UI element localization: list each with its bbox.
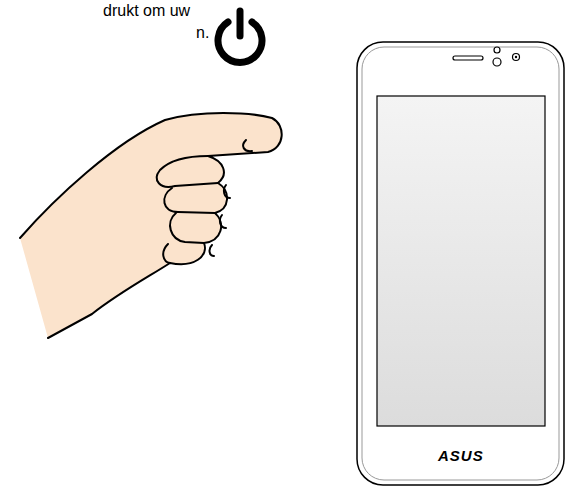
instruction-text: drukt om uw bbox=[103, 2, 190, 20]
brand-logo: ASUS bbox=[438, 447, 484, 464]
power-symbol bbox=[218, 11, 262, 62]
pointing-hand bbox=[20, 113, 282, 338]
instruction-text: n. bbox=[196, 24, 209, 42]
tablet bbox=[357, 42, 564, 485]
